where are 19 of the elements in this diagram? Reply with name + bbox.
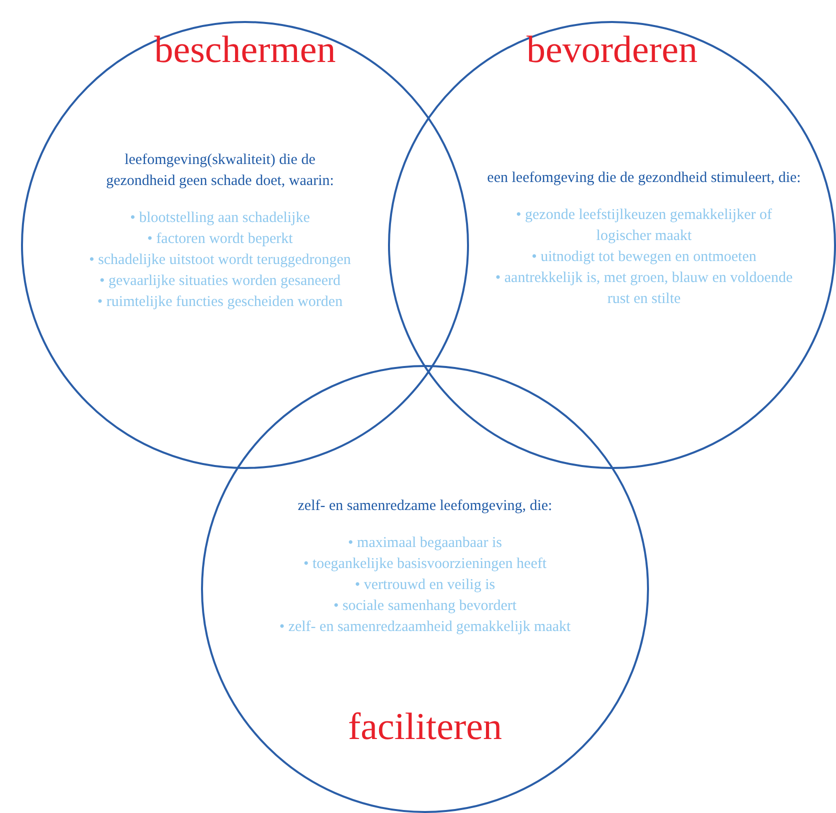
bullet-item: • aantrekkelijk is, met groen, blauw en voldoende rust en stilte [494, 269, 794, 309]
bullet-item: • schadelijke uitstoot wordt teruggedrongen [88, 251, 352, 270]
bullet-item: • vertrouwd en veilig is [354, 576, 496, 595]
circle-title: faciliteren [348, 705, 502, 749]
bullet-item: • ruimtelijke functies gescheiden worden [96, 293, 344, 312]
bullet-item: • maximaal begaanbaar is [347, 534, 503, 553]
bullet-item: • gevaarlijke situaties worden gesaneerd [98, 272, 342, 291]
bullet-item: • toegankelijke basisvoorzieningen heeft [302, 555, 548, 574]
bullet-item: • blootstelling aan schadelijke [129, 209, 311, 228]
circle-title: beschermen [154, 28, 336, 72]
intro-text: een leefomgeving die de gezondheid stimuleert, die: [486, 169, 802, 188]
intro-text: zelf- en samenredzame leefomgeving, die: [296, 497, 554, 516]
bullet-item: • gezonde leefstijlkeuzen gemakkelijker of logischer maakt [515, 206, 773, 246]
bullet-item: • sociale samenhang bevordert [332, 597, 518, 616]
intro-text: leefomgeving(skwaliteit) die de gezondheid geen schade doet, waarin: [105, 151, 335, 191]
bullet-item: • uitnodigt tot bewegen en ontmoeten [530, 248, 758, 267]
bullet-item: • zelf- en samenredzaamheid gemakkelijk maakt [278, 618, 572, 637]
circle-title: bevorderen [526, 28, 698, 72]
bullet-item: • factoren wordt beperkt [146, 230, 294, 249]
